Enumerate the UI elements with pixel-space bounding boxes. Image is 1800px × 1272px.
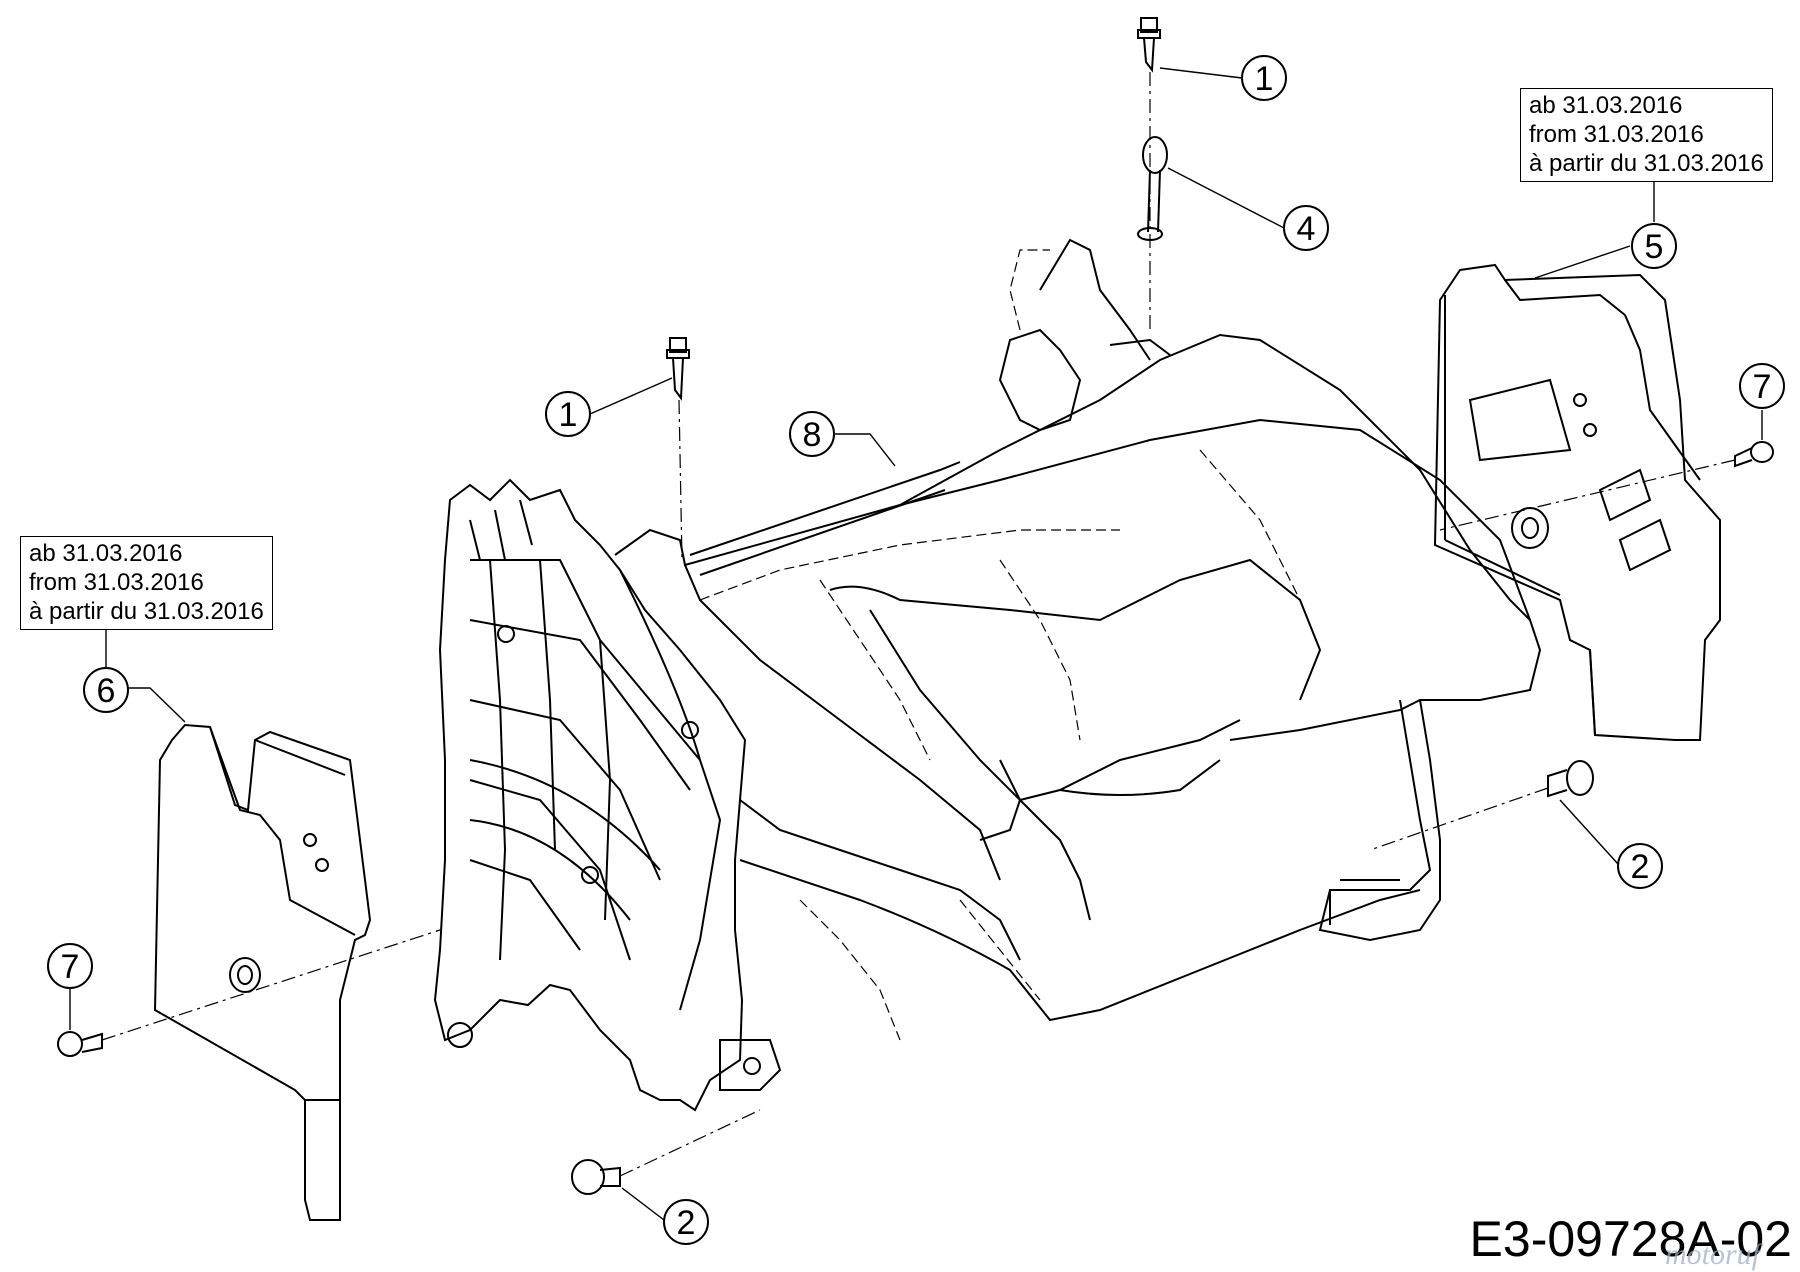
drawing-code: E3-09728A-02 bbox=[1469, 1211, 1792, 1267]
side-plate-part-5 bbox=[1433, 263, 1721, 741]
callout-7-right: 7 bbox=[1739, 363, 1785, 409]
callout-4: 4 bbox=[1283, 205, 1329, 251]
bolt-part-2-right bbox=[1547, 760, 1594, 798]
pin-part-4 bbox=[1137, 136, 1168, 241]
svg-text:7: 7 bbox=[1753, 368, 1772, 406]
screw-part-7-left bbox=[57, 1031, 103, 1057]
note-line-fr: à partir du 31.03.2016 bbox=[1529, 150, 1764, 177]
axis-line-right-bolt bbox=[1369, 787, 1549, 851]
axis-line-bottom-bolt bbox=[619, 1109, 761, 1177]
note-line-en: from 31.03.2016 bbox=[1529, 121, 1704, 148]
date-note-right: ab 31.03.2016 from 31.03.2016 à partir d… bbox=[1520, 88, 1773, 182]
watermark-logo: motoruf bbox=[1664, 1238, 1760, 1271]
note-line-de: ab 31.03.2016 bbox=[1529, 92, 1683, 119]
svg-text:4: 4 bbox=[1297, 210, 1316, 248]
svg-text:8: 8 bbox=[803, 416, 822, 454]
callout-2-bottom: 2 bbox=[663, 1199, 709, 1245]
note-line-en: from 31.03.2016 bbox=[29, 569, 204, 596]
leader-6 bbox=[126, 687, 186, 723]
bolt-part-2-bottom bbox=[571, 1159, 621, 1195]
svg-text:6: 6 bbox=[97, 672, 116, 710]
svg-text:2: 2 bbox=[1631, 848, 1650, 886]
leader-5 bbox=[1534, 245, 1631, 279]
side-plate-part-6 bbox=[153, 723, 372, 1221]
axis-line-right-plate bbox=[1439, 459, 1736, 531]
callout-7-left: 7 bbox=[47, 943, 93, 989]
axis-line-left-plate bbox=[101, 929, 441, 1041]
note-line-fr: à partir du 31.03.2016 bbox=[29, 598, 264, 625]
screw-part-1-top bbox=[1137, 17, 1161, 73]
callout-2-right: 2 bbox=[1617, 843, 1663, 889]
note-line-de: ab 31.03.2016 bbox=[29, 540, 183, 567]
screw-part-1-mid bbox=[666, 337, 690, 401]
callout-8: 8 bbox=[789, 411, 835, 457]
callout-1-top: 1 bbox=[1241, 55, 1287, 101]
leader-2-right bbox=[1559, 799, 1619, 865]
svg-text:5: 5 bbox=[1645, 228, 1664, 266]
svg-text:2: 2 bbox=[677, 1204, 696, 1242]
leader-1-top bbox=[1159, 67, 1243, 79]
screw-part-7-right bbox=[1734, 441, 1774, 468]
leader-2-bottom bbox=[621, 1187, 665, 1221]
leader-1-mid bbox=[589, 377, 673, 415]
callout-1-mid: 1 bbox=[545, 391, 591, 437]
housing-part-8 bbox=[433, 238, 1542, 1112]
axis-line-mid-screw bbox=[678, 399, 683, 561]
svg-text:1: 1 bbox=[1255, 60, 1274, 98]
callout-5: 5 bbox=[1631, 223, 1677, 269]
leader-4 bbox=[1167, 167, 1285, 229]
svg-text:7: 7 bbox=[61, 948, 80, 986]
date-note-left: ab 31.03.2016 from 31.03.2016 à partir d… bbox=[20, 536, 273, 630]
callout-6: 6 bbox=[83, 667, 129, 713]
leader-8 bbox=[835, 433, 896, 467]
svg-text:1: 1 bbox=[559, 396, 578, 434]
